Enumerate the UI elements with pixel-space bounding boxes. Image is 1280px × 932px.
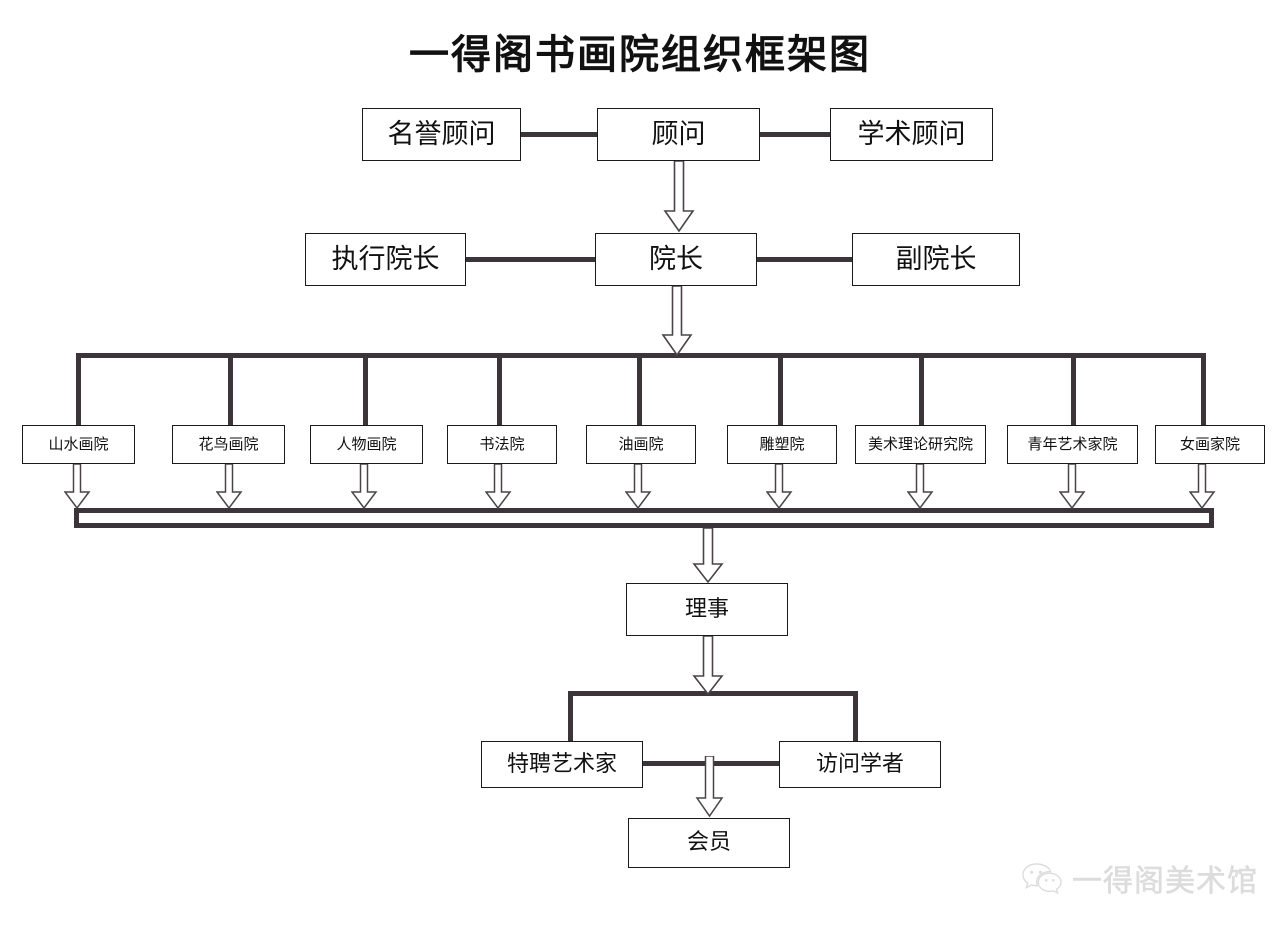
node-label: 书法院: [479, 435, 525, 453]
node-department-flower-bird-painting[interactable]: 花鸟画院: [172, 425, 285, 464]
node-advisor[interactable]: 顾问: [597, 108, 760, 161]
arrow-dept-6-to-council-bus: [766, 464, 794, 510]
node-label: 会员: [686, 830, 731, 855]
page-title: 一得阁书画院组织框架图: [409, 31, 871, 78]
node-department-young-artists[interactable]: 青年艺术家院: [1007, 425, 1138, 464]
arrow-dept-1-to-council-bus: [64, 464, 92, 510]
node-visiting-scholar[interactable]: 访问学者: [779, 741, 941, 788]
node-appointed-artist[interactable]: 特聘艺术家: [481, 741, 643, 788]
node-label: 顾问: [651, 119, 706, 150]
arrow-dept-7-to-council-bus: [907, 464, 935, 510]
arrow-dept-9-to-council-bus: [1189, 464, 1217, 510]
node-label: 理事: [684, 596, 729, 622]
node-department-landscape-painting[interactable]: 山水画院: [22, 425, 135, 464]
affiliate-bracket-left-drop: [568, 691, 573, 741]
node-label: 学术顾问: [857, 119, 966, 150]
node-label: 花鸟画院: [198, 435, 259, 453]
affiliate-bracket-horizontal: [568, 691, 858, 696]
node-label: 名誉顾问: [387, 119, 496, 150]
node-label: 油画院: [618, 435, 664, 453]
node-department-women-painters[interactable]: 女画家院: [1155, 425, 1265, 464]
arrow-dept-5-to-council-bus: [625, 464, 653, 510]
arrow-dept-8-to-council-bus: [1059, 464, 1087, 510]
drop-dept-5: [637, 353, 642, 425]
wechat-icon: [1022, 861, 1062, 895]
node-label: 山水画院: [48, 435, 109, 453]
node-member[interactable]: 会员: [628, 818, 790, 868]
drop-dept-2: [228, 353, 233, 425]
node-dean[interactable]: 院长: [595, 233, 757, 286]
node-department-art-theory-research[interactable]: 美术理论研究院: [855, 425, 986, 464]
drop-dept-8: [1071, 353, 1076, 425]
node-honorary-advisor[interactable]: 名誉顾问: [362, 108, 521, 161]
node-department-figure-painting[interactable]: 人物画院: [310, 425, 423, 464]
arrow-dept-3-to-council-bus: [351, 464, 379, 510]
node-label: 人物画院: [336, 435, 397, 453]
node-label: 执行院长: [331, 244, 440, 275]
node-label: 副院长: [895, 244, 977, 275]
connector-dean-to-vice: [757, 257, 852, 262]
node-department-sculpture[interactable]: 雕塑院: [727, 425, 837, 464]
arrow-council-to-affiliates: [692, 636, 724, 696]
arrow-bus-to-council: [692, 528, 724, 584]
arrow-dean-to-departments: [661, 286, 693, 358]
arrow-dept-2-to-council-bus: [216, 464, 244, 510]
arrow-advisor-to-dean: [663, 161, 695, 234]
drop-dept-9: [1201, 353, 1206, 425]
node-department-calligraphy[interactable]: 书法院: [447, 425, 557, 464]
connector-advisor-to-academic: [760, 132, 830, 137]
arrow-affiliates-to-members: [695, 756, 725, 818]
node-label: 美术理论研究院: [867, 435, 973, 453]
node-department-oil-painting[interactable]: 油画院: [586, 425, 696, 464]
department-collector-bus: [74, 508, 1214, 528]
drop-dept-3: [363, 353, 368, 425]
node-academic-advisor[interactable]: 学术顾问: [830, 108, 993, 161]
node-label: 雕塑院: [759, 435, 805, 453]
connector-exec-to-dean: [466, 257, 597, 262]
node-label: 院长: [649, 244, 703, 275]
arrow-dept-4-to-council-bus: [485, 464, 513, 510]
affiliate-bracket-right-drop: [853, 691, 858, 741]
connector-honorary-to-advisor: [521, 132, 601, 137]
drop-dept-6: [778, 353, 783, 425]
node-label: 访问学者: [815, 751, 904, 777]
node-council-director[interactable]: 理事: [626, 583, 788, 636]
drop-dept-7: [919, 353, 924, 425]
node-label: 特聘艺术家: [506, 751, 617, 777]
node-executive-dean[interactable]: 执行院长: [305, 233, 466, 286]
node-label: 青年艺术家院: [1027, 435, 1118, 453]
node-vice-dean[interactable]: 副院长: [852, 233, 1020, 286]
node-label: 女画家院: [1179, 435, 1240, 453]
drop-dept-4: [497, 353, 502, 425]
watermark: 一得阁美术馆: [1022, 856, 1258, 900]
watermark-text: 一得阁美术馆: [1072, 864, 1258, 900]
drop-dept-1: [76, 353, 81, 425]
